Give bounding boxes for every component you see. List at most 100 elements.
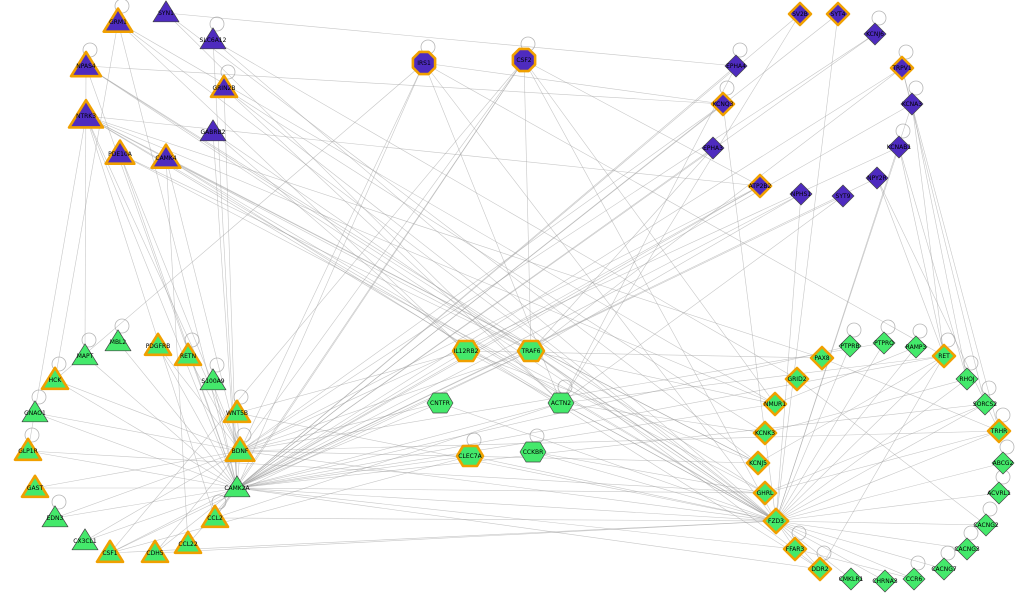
node-kcnj5[interactable]: KCNJ5 — [745, 450, 771, 476]
diamond-node-icon[interactable] — [955, 537, 979, 561]
triangle-node-icon[interactable] — [150, 143, 182, 170]
node-mbl2[interactable]: MBL2 — [104, 329, 132, 352]
node-ccl22[interactable]: CCL22 — [173, 530, 203, 555]
node-cx3cl1[interactable]: CX3CL1 — [71, 528, 99, 551]
node-npy2r[interactable]: NPY2R — [865, 166, 889, 190]
diamond-node-icon[interactable] — [825, 1, 851, 27]
diamond-node-icon[interactable] — [987, 481, 1011, 505]
triangle-node-icon[interactable] — [20, 474, 50, 499]
hexagon-node-icon[interactable] — [547, 392, 575, 414]
node-cntfr[interactable]: CNTFR — [426, 392, 454, 414]
node-nphs1[interactable]: NPHS1 — [789, 182, 813, 206]
node-rhoj[interactable]: RHOJ — [955, 367, 979, 391]
triangle-node-icon[interactable] — [173, 342, 203, 367]
node-atp2b2[interactable]: ATP2B2 — [747, 173, 773, 199]
diamond-node-icon[interactable] — [973, 392, 997, 416]
node-cckbr[interactable]: CCKBR — [519, 441, 547, 463]
node-epha4[interactable]: EPHA4 — [724, 54, 748, 78]
node-kcnj6[interactable]: KCNJ6 — [863, 22, 887, 46]
diamond-node-icon[interactable] — [784, 366, 810, 392]
diamond-node-icon[interactable] — [872, 331, 896, 355]
diamond-node-icon[interactable] — [782, 536, 808, 562]
triangle-node-icon[interactable] — [104, 329, 132, 352]
node-clec7a[interactable]: CLEC7A — [455, 444, 485, 468]
node-camk4[interactable]: CAMK4 — [150, 143, 182, 170]
triangle-node-icon[interactable] — [69, 50, 103, 78]
node-acvrl1[interactable]: ACVRL1 — [987, 481, 1011, 505]
node-pdgfrb[interactable]: PDGFRB — [143, 332, 173, 357]
triangle-node-icon[interactable] — [67, 98, 105, 129]
hexagon-node-icon[interactable] — [455, 444, 485, 468]
node-traf6[interactable]: TRAF6 — [516, 339, 546, 363]
node-syt4[interactable]: SYT4 — [825, 1, 851, 27]
diamond-node-icon[interactable] — [863, 22, 887, 46]
node-hck[interactable]: HCK — [40, 366, 70, 391]
node-syn1[interactable]: SYN1 — [152, 0, 180, 23]
diamond-node-icon[interactable] — [839, 567, 863, 591]
node-kcnk3[interactable]: KCNK3 — [752, 420, 778, 446]
triangle-node-icon[interactable] — [200, 504, 230, 529]
triangle-node-icon[interactable] — [143, 332, 173, 357]
diamond-node-icon[interactable] — [745, 450, 771, 476]
diamond-node-icon[interactable] — [932, 557, 956, 581]
hexagon-node-icon[interactable] — [451, 339, 481, 363]
node-ptprb[interactable]: PTPRB — [838, 334, 862, 358]
diamond-node-icon[interactable] — [787, 1, 813, 27]
node-cacng3[interactable]: CACNG3 — [954, 537, 980, 561]
diamond-node-icon[interactable] — [974, 513, 998, 537]
node-csf1[interactable]: CSF1 — [95, 539, 125, 564]
triangle-node-icon[interactable] — [41, 505, 69, 528]
diamond-node-icon[interactable] — [752, 480, 778, 506]
octagon-node-icon[interactable] — [511, 47, 537, 73]
diamond-node-icon[interactable] — [701, 136, 725, 160]
triangle-node-icon[interactable] — [140, 539, 170, 564]
node-glp1r[interactable]: GLP1R — [13, 437, 43, 462]
diamond-node-icon[interactable] — [747, 173, 773, 199]
diamond-node-icon[interactable] — [904, 335, 928, 359]
diamond-node-icon[interactable] — [889, 55, 915, 81]
diamond-node-icon[interactable] — [710, 91, 736, 117]
node-il12rb2[interactable]: IL12RB2 — [451, 339, 481, 363]
diamond-node-icon[interactable] — [902, 567, 926, 591]
node-sv2b[interactable]: SV2B — [787, 1, 813, 27]
node-ramp3[interactable]: RAMP3 — [904, 335, 928, 359]
diamond-node-icon[interactable] — [931, 343, 957, 369]
node-slc6a12[interactable]: SLC6A12 — [199, 27, 227, 50]
node-csf2[interactable]: CSF2 — [511, 47, 537, 73]
triangle-node-icon[interactable] — [223, 475, 251, 498]
node-actn2[interactable]: ACTN2 — [547, 392, 575, 414]
node-pde10a[interactable]: PDE10A — [104, 139, 136, 166]
triangle-node-icon[interactable] — [71, 528, 99, 551]
node-grm1[interactable]: GRM1 — [102, 7, 134, 34]
node-kcna3[interactable]: KCNA3 — [900, 92, 924, 116]
diamond-node-icon[interactable] — [724, 54, 748, 78]
octagon-node-icon[interactable] — [411, 50, 437, 76]
diamond-node-icon[interactable] — [986, 418, 1012, 444]
node-cacng7[interactable]: CACNG7 — [931, 557, 957, 581]
triangle-node-icon[interactable] — [224, 436, 256, 463]
node-syt9[interactable]: SYT9 — [831, 184, 855, 208]
diamond-node-icon[interactable] — [873, 569, 897, 593]
node-trhr[interactable]: TRHR — [986, 418, 1012, 444]
node-epha3[interactable]: EPHA3 — [701, 136, 725, 160]
diamond-node-icon[interactable] — [955, 367, 979, 391]
diamond-node-icon[interactable] — [838, 334, 862, 358]
node-gnao1[interactable]: GNAO1 — [21, 400, 49, 423]
triangle-node-icon[interactable] — [21, 400, 49, 423]
hexagon-node-icon[interactable] — [519, 441, 547, 463]
triangle-node-icon[interactable] — [199, 119, 227, 142]
node-ntrk3[interactable]: NTRK3 — [67, 98, 105, 129]
triangle-node-icon[interactable] — [102, 7, 134, 34]
triangle-node-icon[interactable] — [199, 27, 227, 50]
diamond-node-icon[interactable] — [900, 92, 924, 116]
node-mapt[interactable]: MAPT — [71, 343, 99, 366]
triangle-node-icon[interactable] — [173, 530, 203, 555]
triangle-node-icon[interactable] — [13, 437, 43, 462]
node-abcg2[interactable]: ABCG2 — [991, 451, 1015, 475]
node-ccl2[interactable]: CCL2 — [200, 504, 230, 529]
diamond-node-icon[interactable] — [752, 420, 778, 446]
triangle-node-icon[interactable] — [199, 368, 227, 391]
triangle-node-icon[interactable] — [152, 0, 180, 23]
diamond-node-icon[interactable] — [807, 556, 833, 582]
diamond-node-icon[interactable] — [809, 345, 835, 371]
